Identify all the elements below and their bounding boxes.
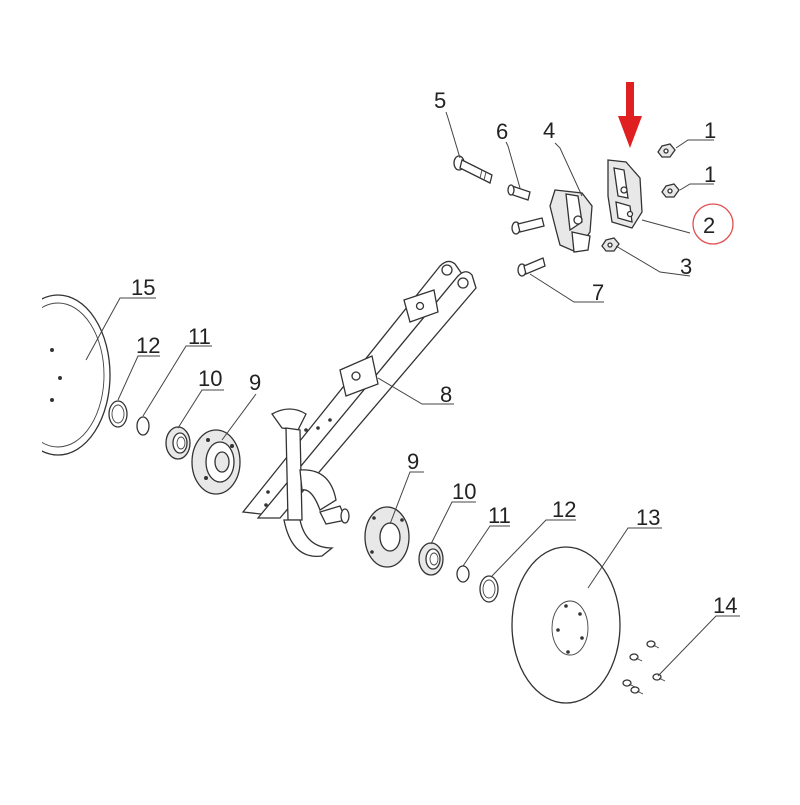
red-arrow-icon xyxy=(618,82,642,148)
part-2-bracket xyxy=(607,159,643,229)
part-10-bearing-left xyxy=(165,426,191,460)
callout-13: 13 xyxy=(636,505,660,530)
callout-9-left: 9 xyxy=(249,370,261,395)
callout-11-right: 11 xyxy=(488,503,511,528)
callout-1-lower: 1 xyxy=(704,162,716,187)
part-13-disc xyxy=(511,546,621,704)
part-3-nut xyxy=(601,237,620,252)
part-12-circlip-right xyxy=(479,575,499,603)
part-4-bracket xyxy=(549,189,593,253)
callout-11-left: 11 xyxy=(188,324,211,349)
part-14-bolts xyxy=(622,640,666,695)
highlight-circle xyxy=(692,203,734,245)
part-9-hub-left xyxy=(191,429,241,495)
part-10-bearing-right xyxy=(418,542,444,576)
part-11-ring-left xyxy=(136,416,150,436)
callout-10-right: 10 xyxy=(452,479,476,504)
callout-10-left: 10 xyxy=(198,366,222,391)
part-6-pin xyxy=(507,184,531,201)
part-9-hub-right xyxy=(364,506,410,568)
callout-1-upper: 1 xyxy=(704,118,716,143)
callout-5: 5 xyxy=(434,88,446,113)
callout-15: 15 xyxy=(131,275,155,300)
part-5-long-bolt xyxy=(453,155,493,184)
callout-6: 6 xyxy=(496,119,508,144)
callout-3: 3 xyxy=(680,254,692,279)
part-1-nut-upper xyxy=(657,143,676,158)
part-11-ring-right xyxy=(456,565,470,583)
callout-2: 2 xyxy=(703,213,715,238)
part-7-bolt-lower xyxy=(517,257,546,277)
part-1-nut-lower xyxy=(661,183,680,198)
callout-8: 8 xyxy=(440,382,452,407)
part-12-circlip-left xyxy=(108,400,128,428)
callout-12-left: 12 xyxy=(136,333,160,358)
part-7-bolt-upper xyxy=(511,217,545,235)
callout-4: 4 xyxy=(543,118,555,143)
part-8-frame-arm xyxy=(241,260,477,557)
callout-7: 7 xyxy=(592,280,604,305)
callout-14: 14 xyxy=(713,593,737,618)
callout-labels: 1 1 2 3 4 5 6 7 8 9 9 10 10 11 11 12 12 … xyxy=(131,88,737,618)
part-15-disc xyxy=(42,294,111,456)
callout-12-right: 12 xyxy=(552,497,576,522)
callout-9-right: 9 xyxy=(407,449,419,474)
leader-lines xyxy=(85,111,740,677)
